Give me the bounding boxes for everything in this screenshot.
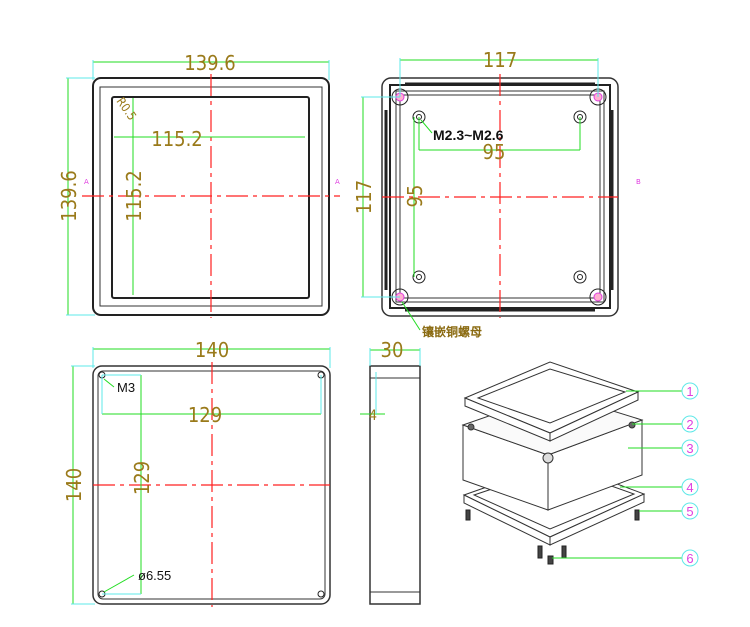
screw-size-label: M2.3~M2.6	[433, 127, 504, 143]
callout-1: 1	[686, 384, 693, 399]
base-height-dimension: 140	[62, 468, 86, 502]
callout-6: 6	[686, 551, 693, 566]
lid-width-dimension: 139.6	[184, 51, 236, 75]
offset-dimension: 4	[369, 408, 377, 424]
lid-height-dimension: 139.6	[57, 170, 81, 222]
callout-2: 2	[686, 417, 693, 432]
depth-dimension: 30	[381, 338, 404, 362]
side-view: 30 4	[360, 338, 421, 605]
exploded-isometric-view: 1 2 3 4 5 6	[461, 361, 699, 567]
callout-4: 4	[686, 480, 693, 495]
radius-dimension: R0.5	[114, 95, 140, 123]
lid-top-view: 139.6 139.6 115.2 115.2 R0.5 A A	[57, 51, 340, 318]
svg-text:B: B	[636, 178, 641, 186]
thread-size-label: M3	[117, 380, 135, 395]
box-bottom-view: 117 117 95 95 M2.3~M2.6 镶嵌铜螺母 B	[352, 48, 641, 339]
window-width-dimension: 115.2	[151, 127, 203, 151]
screw-span-width-dimension: 95	[483, 140, 506, 164]
callout-5: 5	[686, 504, 693, 519]
svg-text:A: A	[335, 178, 340, 186]
hole-span-width-dimension: 117	[483, 48, 517, 72]
base-width-dimension: 140	[195, 338, 229, 362]
base-hole-height-dimension: 129	[130, 461, 154, 495]
callout-3: 3	[686, 441, 693, 456]
window-height-dimension: 115.2	[122, 170, 146, 222]
screw-span-height-dimension: 95	[403, 185, 427, 208]
base-top-view: 140 140 129 129 M3 ø6.55	[62, 338, 331, 607]
brass-insert-label: 镶嵌铜螺母	[422, 324, 482, 339]
base-hole-width-dimension: 129	[188, 403, 222, 427]
callout-leaders	[552, 390, 682, 559]
hole-diameter-label: ø6.55	[138, 568, 171, 583]
hole-span-height-dimension: 117	[352, 180, 376, 214]
svg-text:A: A	[84, 178, 89, 186]
